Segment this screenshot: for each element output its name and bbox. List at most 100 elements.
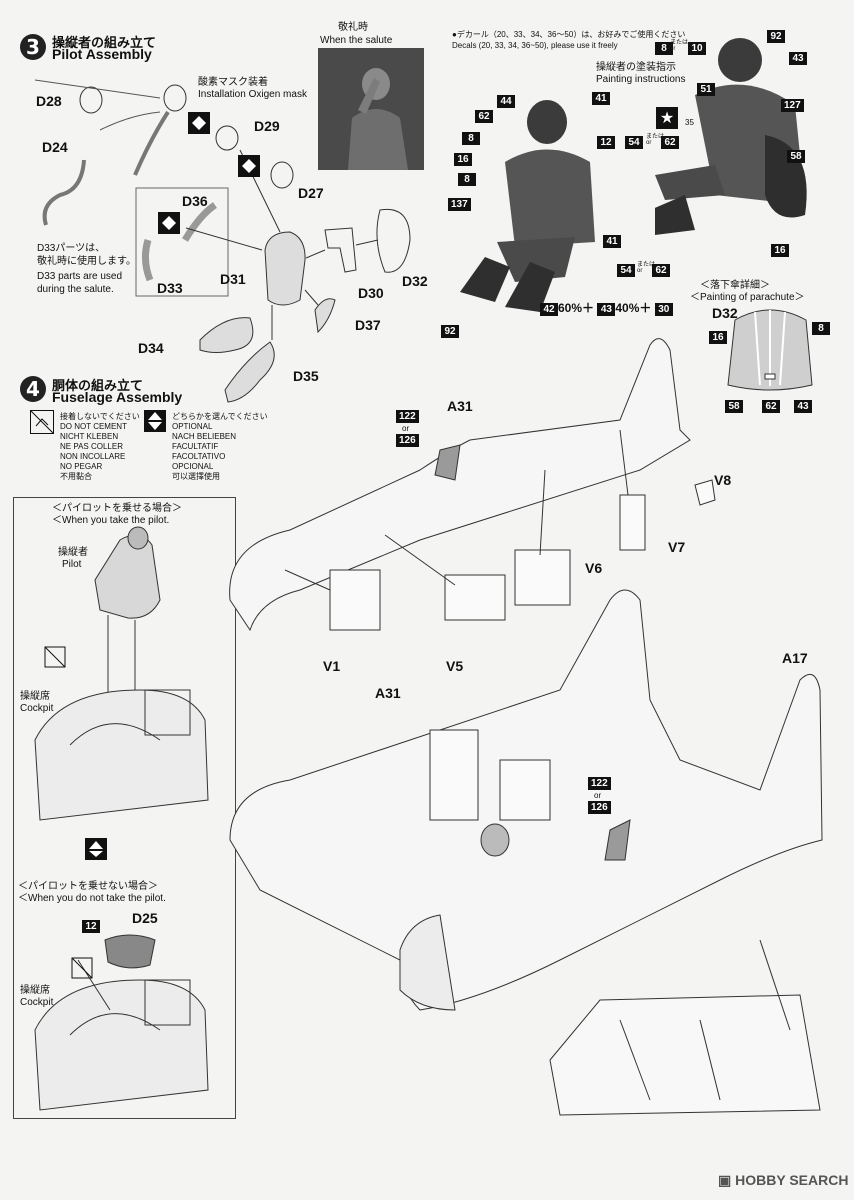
color-8b: 8 (458, 173, 476, 186)
color-122b: 122 (588, 777, 611, 790)
oxygen-label-en: Installation Oxigen mask (198, 89, 307, 100)
or-label-1: or (402, 424, 410, 433)
color-62b: 62 (661, 136, 679, 149)
pilot-front-photo (455, 92, 605, 320)
color-92a: 92 (441, 325, 459, 338)
step-4-title-en: Fuselage Assembly (52, 389, 183, 405)
part-d25: D25 (132, 910, 158, 926)
part-d30: D30 (358, 285, 384, 301)
part-d24: D24 (42, 139, 68, 155)
part-d27: D27 (298, 185, 324, 201)
step-4-badge: 4 (20, 376, 46, 402)
part-a31-bottom: A31 (375, 685, 401, 701)
watermark: ▣ HOBBY SEARCH (718, 1172, 848, 1189)
color-127: 127 (781, 99, 804, 112)
decal-note-jp: ●デカール（20、33、34、36〜50）は、お好みでご使用ください (452, 30, 686, 39)
decal-note-en: Decals (20, 33, 34, 36~50), please use i… (452, 41, 618, 50)
part-a17: A17 (782, 650, 808, 666)
step-3-title-jp: 操縦者の組み立て (52, 36, 157, 51)
painting-label-jp: 操縦者の塗装指示 (596, 62, 676, 73)
color-44: 44 (497, 95, 515, 108)
color-58a: 58 (787, 150, 805, 163)
color-12: 12 (597, 136, 615, 149)
part-d28: D28 (36, 93, 62, 109)
oxygen-label-jp: 酸素マスク装着 (198, 77, 268, 88)
salute-label-en: When the salute (320, 35, 393, 46)
part-d32-parachute: D32 (712, 305, 738, 321)
optional-icon (144, 410, 166, 432)
part-a31-top: A31 (447, 398, 473, 414)
para-color-43: 43 (794, 400, 812, 413)
color-137: 137 (448, 198, 471, 211)
color-62c: 62 (652, 264, 670, 277)
d33-note-jp2: 敬礼時に使用します。 (37, 256, 136, 267)
color-12-seat: 12 (82, 920, 100, 933)
cockpit-label-jp-1: 操縦席 (20, 691, 50, 702)
watermark-text: HOBBY SEARCH (735, 1172, 849, 1188)
pilot-options-panel (13, 497, 236, 1119)
color-51: 51 (697, 83, 715, 96)
parachute-label-en: ＜Painting of parachute＞ (690, 292, 805, 303)
d33-note-jp1: D33パーツは、 (37, 243, 106, 254)
color-41b: 41 (603, 235, 621, 248)
color-54a: 54 (625, 136, 643, 149)
cockpit-label-en-2: Cockpit (20, 997, 54, 1008)
salute-label-jp: 敬礼時 (338, 22, 368, 33)
step-3-badge: 3 (20, 34, 46, 60)
color-43a: 43 (789, 52, 807, 65)
part-v5: V5 (446, 658, 464, 674)
no-cement-icon (30, 410, 54, 434)
pilot-label-en: Pilot (62, 559, 82, 570)
cockpit-label-en-1: Cockpit (20, 703, 54, 714)
color-10: 10 (688, 42, 706, 55)
color-16a: 16 (454, 153, 472, 166)
part-d32: D32 (402, 273, 428, 289)
mix-pct-a: 60%＋ (558, 301, 595, 315)
color-122a: 122 (396, 410, 419, 423)
without-pilot-en: ＜When you do not take the pilot. (18, 893, 166, 904)
with-pilot-en: ＜When you take the pilot. (52, 515, 170, 526)
part-v8: V8 (714, 472, 732, 488)
part-v6: V6 (585, 560, 603, 576)
color-41: 41 (592, 92, 610, 105)
parachute-label-jp: ＜落下傘詳細＞ (700, 280, 770, 291)
pilot-label-jp: 操縦者 (58, 547, 88, 558)
without-pilot-jp: ＜パイロットを乗せない場合＞ (18, 881, 158, 892)
watermark-logo-icon: ▣ (718, 1172, 732, 1188)
color-8a: 8 (462, 132, 480, 145)
part-d35: D35 (293, 368, 319, 384)
part-d36: D36 (182, 193, 208, 209)
star-icon: ★ (656, 107, 678, 129)
salute-photo (318, 48, 424, 170)
part-v1: V1 (323, 658, 341, 674)
color-16b: 16 (771, 244, 789, 257)
color-92b: 92 (767, 30, 785, 43)
color-54b: 54 (617, 264, 635, 277)
para-color-8: 8 (812, 322, 830, 335)
part-v7: V7 (668, 539, 686, 555)
color-62: 62 (475, 110, 493, 123)
color-126a: 126 (396, 434, 419, 447)
painting-label-en: Painting instructions (596, 74, 686, 85)
mix-color-c: 30 (654, 303, 673, 316)
color-8c: 8 (655, 42, 673, 55)
para-color-16: 16 (709, 331, 727, 344)
mix-color-a: 42 (540, 303, 558, 316)
mix-color-b: 43 (597, 303, 616, 316)
part-d33: D33 (157, 280, 183, 296)
cockpit-label-jp-2: 操縦席 (20, 985, 50, 996)
part-d37: D37 (355, 317, 381, 333)
part-d31: D31 (220, 271, 246, 287)
step-4-title-jp: 胴体の組み立て (52, 379, 144, 394)
d33-note-en1: D33 parts are used (37, 271, 123, 282)
or-label-2: or (594, 791, 602, 800)
part-d34: D34 (138, 340, 164, 356)
